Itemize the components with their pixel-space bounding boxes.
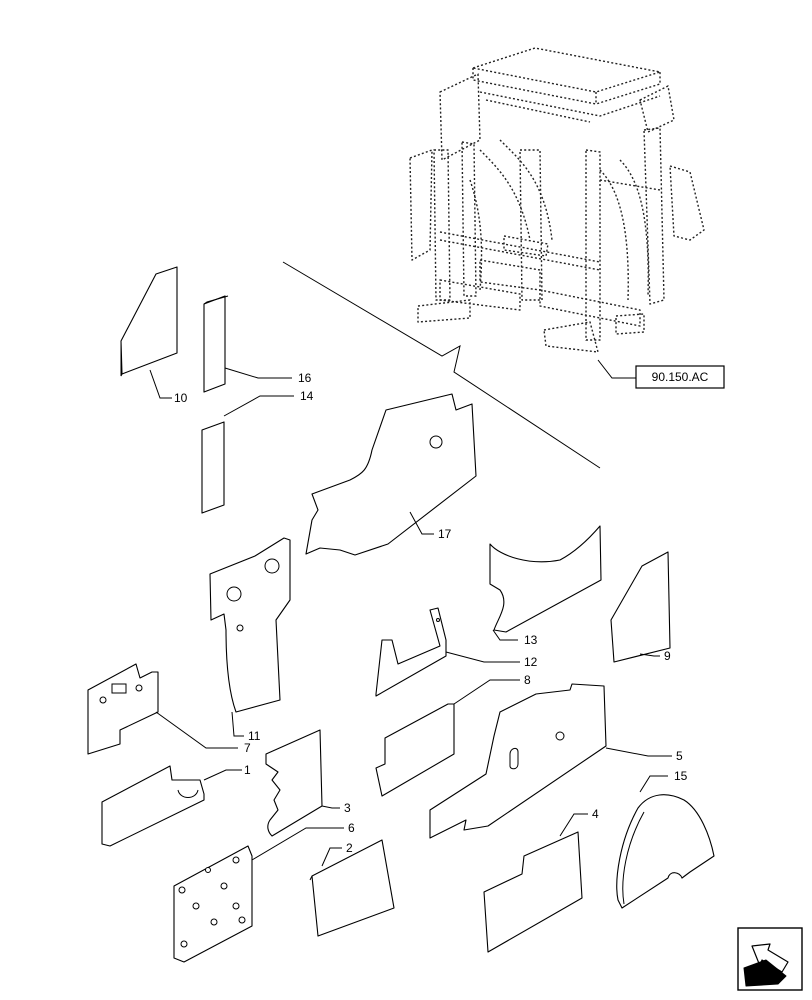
callout-5: 5	[676, 749, 683, 763]
reference-label[interactable]: 90.150.AC	[652, 370, 709, 384]
part-14-strip	[201, 395, 294, 514]
part-10-panel	[120, 266, 178, 399]
part-1-plate	[101, 765, 242, 847]
reference-box[interactable]	[635, 365, 725, 389]
part-16-strip	[203, 295, 292, 393]
part-11-bracket	[209, 537, 291, 737]
part-5-panel	[429, 683, 672, 839]
callout-15: 15	[674, 769, 688, 783]
part-17-panel	[305, 393, 477, 556]
callout-16: 16	[298, 371, 312, 385]
callout-6: 6	[348, 821, 355, 835]
part-8-panel	[375, 679, 520, 797]
section-cut-line	[282, 261, 601, 469]
next-page-arrow-icon[interactable]	[737, 927, 803, 991]
part-2-block	[309, 839, 395, 937]
reference-leader	[597, 359, 636, 379]
callout-4: 4	[592, 807, 599, 821]
part-4-plate	[483, 813, 588, 953]
part-9-panel	[610, 551, 671, 663]
callout-12: 12	[524, 655, 538, 669]
callout-17: 17	[438, 527, 452, 541]
callout-13: 13	[524, 633, 538, 647]
cab-phantom-outline	[409, 47, 705, 353]
part-15-cover	[616, 775, 715, 909]
callout-2: 2	[346, 841, 353, 855]
part-12-bracket	[375, 607, 520, 697]
part-13-panel	[489, 525, 602, 641]
callout-9: 9	[664, 649, 671, 663]
callout-14: 14	[300, 389, 314, 403]
callout-3: 3	[344, 801, 351, 815]
part-3-bracket	[265, 729, 340, 837]
part-6-plate	[173, 827, 344, 963]
callout-1: 1	[244, 763, 251, 777]
callout-8: 8	[524, 673, 531, 687]
callout-10: 10	[174, 391, 188, 405]
callout-11: 11	[248, 729, 261, 743]
callout-7: 7	[244, 741, 251, 755]
part-7-plate	[87, 663, 238, 755]
